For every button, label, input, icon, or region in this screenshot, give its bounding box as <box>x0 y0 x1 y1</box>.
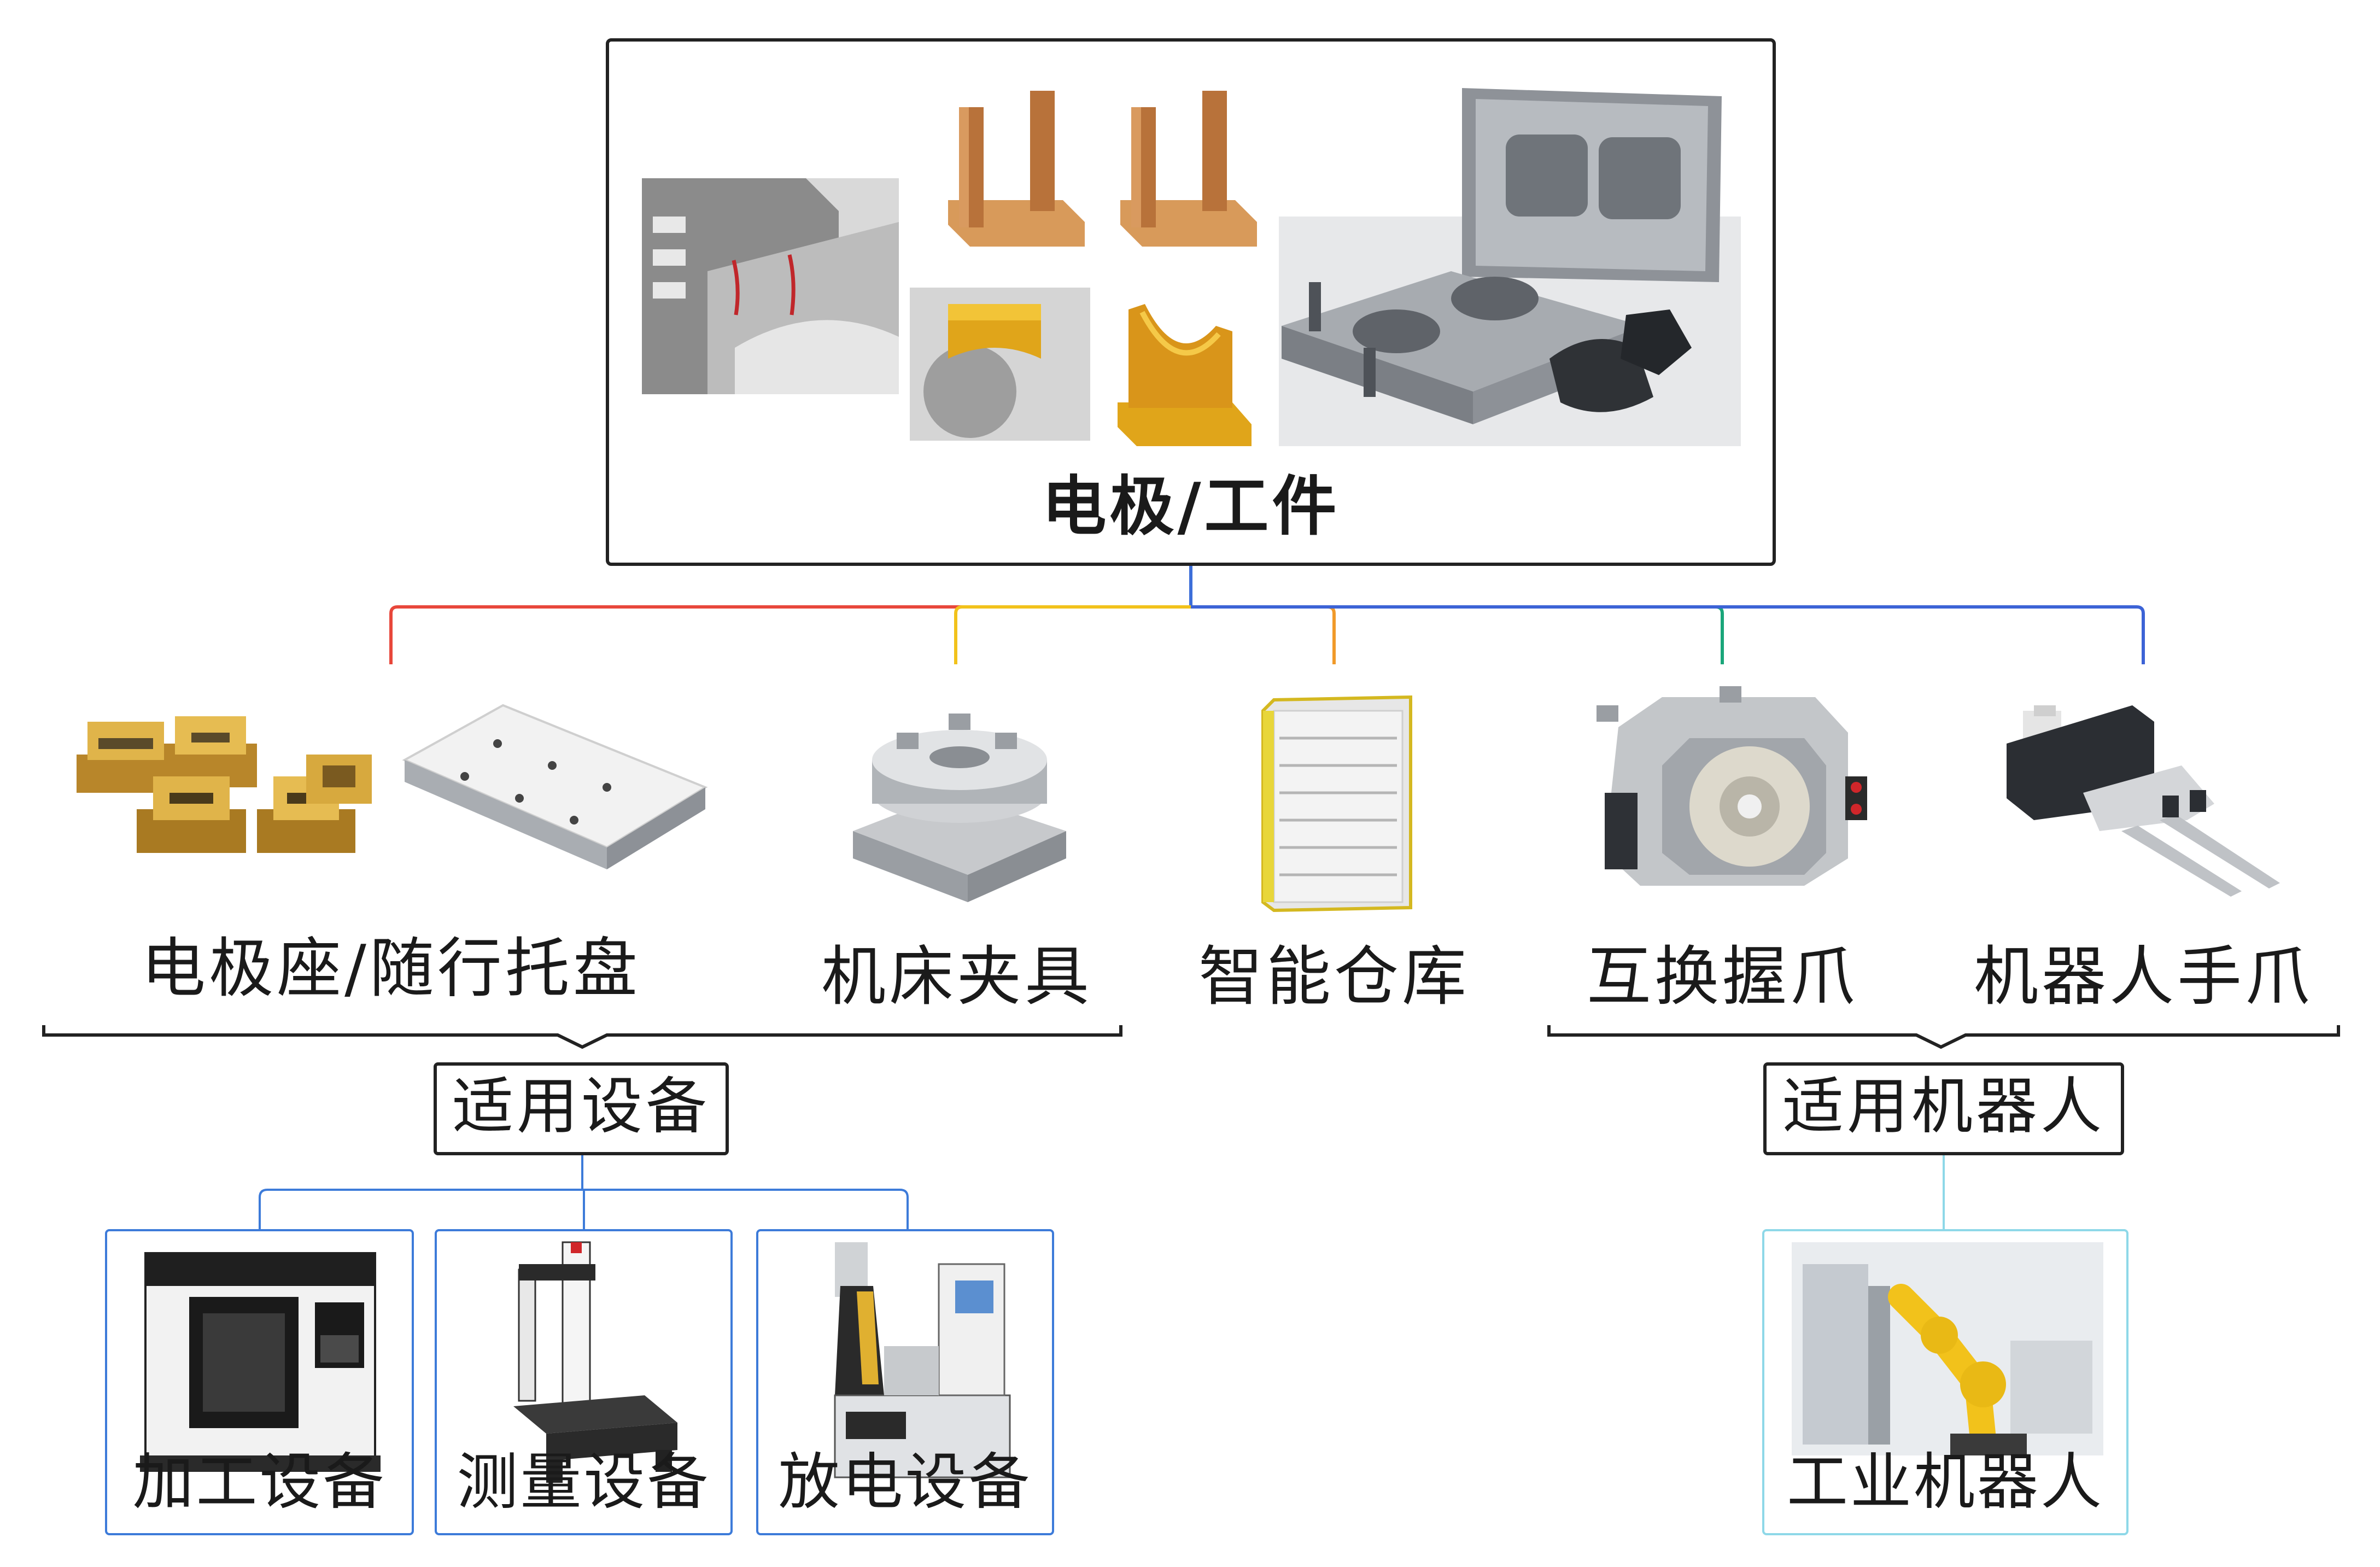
cnc-machine-image <box>140 1252 381 1472</box>
electrode-base-image <box>77 716 372 853</box>
root-label: 电极/工件 <box>1042 469 1340 544</box>
pallet-image <box>402 704 708 869</box>
device-label-machining: 加工设备 <box>132 1447 387 1518</box>
gold-saddle-electrode <box>1118 304 1252 446</box>
category-equipment: 适用设备 <box>434 1062 729 1155</box>
copper-electrode-2 <box>1120 91 1257 247</box>
product-label-robot-hand: 机器人手爪 <box>1973 939 2313 1014</box>
gold-electrode-in-mold <box>910 288 1090 441</box>
category-robot: 适用机器人 <box>1763 1062 2124 1155</box>
robot-hand-image <box>2007 705 2280 897</box>
device-label-industrial-robot: 工业机器人 <box>1787 1447 2104 1518</box>
edm-machine-image <box>834 1242 1011 1478</box>
product-label-electrode-base: 电极座/随行托盘 <box>141 931 641 1006</box>
product-label-warehouse: 智能仓库 <box>1198 939 1470 1014</box>
mold-section-image <box>642 178 899 394</box>
device-measuring: 测量设备 <box>435 1229 733 1535</box>
copper-electrode-1 <box>948 91 1085 247</box>
branch-line-base <box>389 605 1191 664</box>
bracket-left <box>42 1025 1122 1049</box>
branch-line-hand <box>1191 605 2145 664</box>
root-node <box>606 38 1776 566</box>
industrial-robot-image <box>1792 1242 2103 1455</box>
steel-mold-image <box>1279 88 1741 446</box>
electrode-workpiece-illustration <box>642 88 1741 446</box>
interchange-gripper-image <box>1597 686 1867 886</box>
cmm-machine-image <box>513 1241 677 1483</box>
device-label-edm: 放电设备 <box>778 1447 1032 1518</box>
bracket-right <box>1547 1025 2340 1049</box>
product-label-gripper: 互换握爪 <box>1586 939 1858 1014</box>
warehouse-cabinet-image <box>1261 695 1412 913</box>
product-label-fixture: 机床夹具 <box>821 939 1092 1014</box>
device-industrial-robot: 工业机器人 <box>1762 1229 2128 1535</box>
device-label-measuring: 测量设备 <box>457 1447 711 1518</box>
branch-line-fixture <box>954 605 1191 664</box>
device-machining: 加工设备 <box>105 1229 414 1535</box>
device-edm: 放电设备 <box>756 1229 1054 1535</box>
chuck-fixture-image <box>853 714 1066 902</box>
